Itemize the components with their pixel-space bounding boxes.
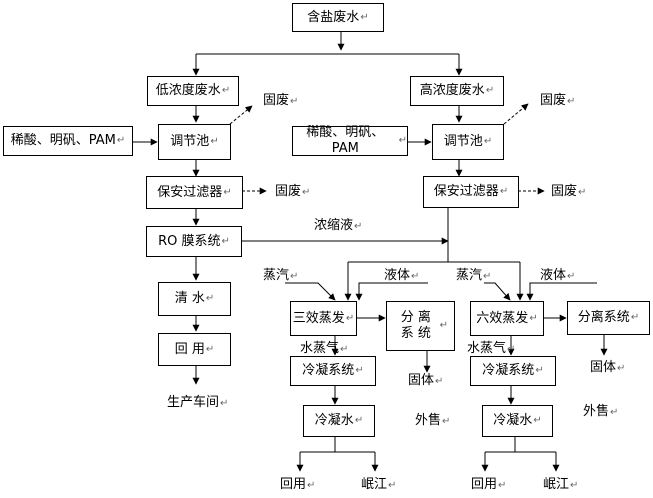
arrow-solid-waste-1 (229, 105, 253, 125)
label-liquid-right: 液体↵ (540, 268, 576, 283)
label-concentrate: 浓缩液↵ (314, 218, 363, 233)
label-solid-waste-2: 固废↵ (275, 184, 311, 199)
label-workshop: 生产车间↵ (167, 395, 229, 410)
label-steam-left: 蒸汽↵ (263, 268, 299, 283)
node-reagents-left: 稀酸、明矾、PAM↵ (3, 126, 133, 156)
node-high-concentration: 高浓度废水↵ (410, 76, 504, 106)
node-condensing-right: 冷凝系统↵ (470, 356, 556, 386)
label-river-right: 岷江↵ (543, 477, 579, 492)
node-tank-left: 调节池↵ (158, 124, 231, 160)
node-filter-left: 保安过滤器↵ (146, 176, 243, 209)
arrow-liquid-right (526, 282, 597, 301)
node-condensate-right: 冷凝水↵ (482, 405, 553, 437)
label-steam-right: 蒸汽↵ (456, 268, 492, 283)
label-sale-right: 外售↵ (583, 404, 619, 419)
label-river-left: 岷江↵ (361, 477, 397, 492)
label-reuse-left: 回用↵ (280, 477, 316, 492)
node-source: 含盐废水↵ (292, 3, 384, 32)
node-clear-water: 清 水↵ (158, 282, 231, 316)
label-vapor-right: 水蒸气↵ (467, 341, 516, 356)
label-solid-waste-4: 固废↵ (551, 184, 587, 199)
arrow-steam-right (484, 282, 511, 301)
arrow-steam-left (285, 282, 336, 301)
node-filter-right: 保安过滤器↵ (423, 176, 519, 208)
label-liquid-left: 液体↵ (384, 268, 420, 283)
node-reuse: 回 用↵ (158, 333, 231, 366)
arrow-liquid-left (355, 282, 428, 301)
node-condensing-left: 冷凝系统↵ (290, 356, 376, 386)
node-evaporation-3: 三效蒸发↵ (290, 301, 357, 336)
label-solid-waste-1: 固废↵ (263, 93, 299, 108)
label-reuse-right: 回用↵ (471, 477, 507, 492)
node-ro-system: RO 膜系统↵ (146, 226, 242, 257)
node-reagents-right: 稀酸、明矾、PAM↵ (292, 125, 408, 156)
label-sale-left: 外售↵ (415, 413, 451, 428)
label-solid-right: 固体↵ (590, 360, 626, 375)
node-low-concentration: 低浓度废水↵ (147, 76, 239, 106)
node-tank-right: 调节池↵ (432, 124, 504, 160)
label-solid-waste-3: 固废↵ (540, 93, 576, 108)
node-evaporation-6: 六效蒸发↵ (470, 301, 544, 336)
label-vapor-left: 水蒸气↵ (300, 341, 349, 356)
node-separation-left: 分 离 系 统↵ (386, 301, 455, 351)
label-solid-left: 固体↵ (408, 373, 444, 388)
node-separation-right: 分离系统↵ (567, 301, 650, 335)
node-condensate-left: 冷凝水↵ (303, 405, 375, 437)
arrow-solid-waste-3 (503, 103, 529, 125)
